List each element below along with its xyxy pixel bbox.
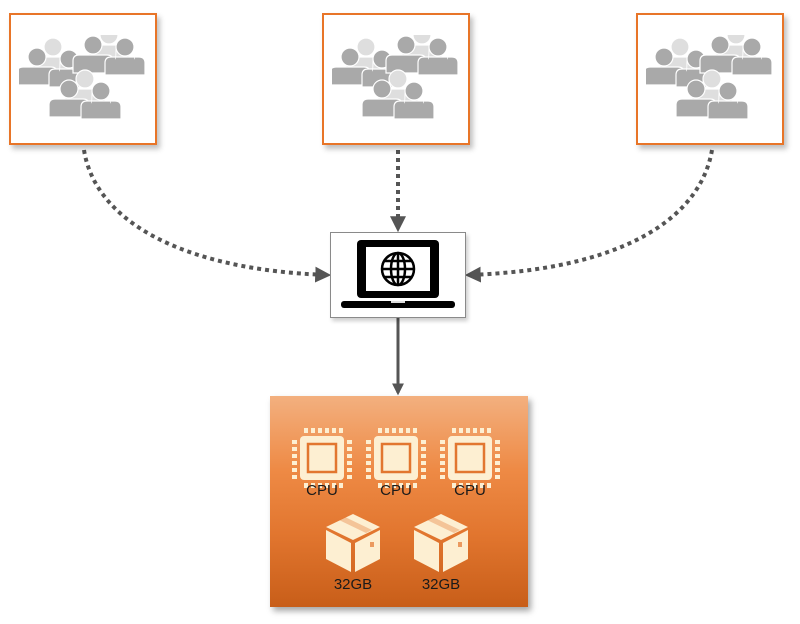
cpu-label: CPU xyxy=(306,482,338,499)
cpu-icon xyxy=(440,428,500,488)
memory-label: 32GB xyxy=(421,576,461,593)
connector-user-group-3 xyxy=(464,149,714,283)
server-node[interactable]: CPU CPU CPU 32GB 32GB xyxy=(270,396,528,607)
cpu-label: CPU xyxy=(454,482,486,499)
package-box-icon xyxy=(326,514,380,572)
connector-user-group-1 xyxy=(82,149,332,283)
user-group-icon xyxy=(19,35,146,120)
globe-icon xyxy=(380,251,416,287)
web-app-node[interactable] xyxy=(330,232,466,318)
cpu-label: CPU xyxy=(380,482,412,499)
user-group-2[interactable] xyxy=(322,13,470,145)
memory-label: 32GB xyxy=(333,576,373,593)
user-group-3[interactable] xyxy=(636,13,784,145)
package-box-icon xyxy=(414,514,468,572)
cpu-icon xyxy=(366,428,426,488)
user-group-icon xyxy=(332,35,459,120)
user-group-1[interactable] xyxy=(9,13,157,145)
cpu-icon xyxy=(292,428,352,488)
user-group-icon xyxy=(646,35,773,120)
laptop-globe-icon xyxy=(341,240,455,308)
